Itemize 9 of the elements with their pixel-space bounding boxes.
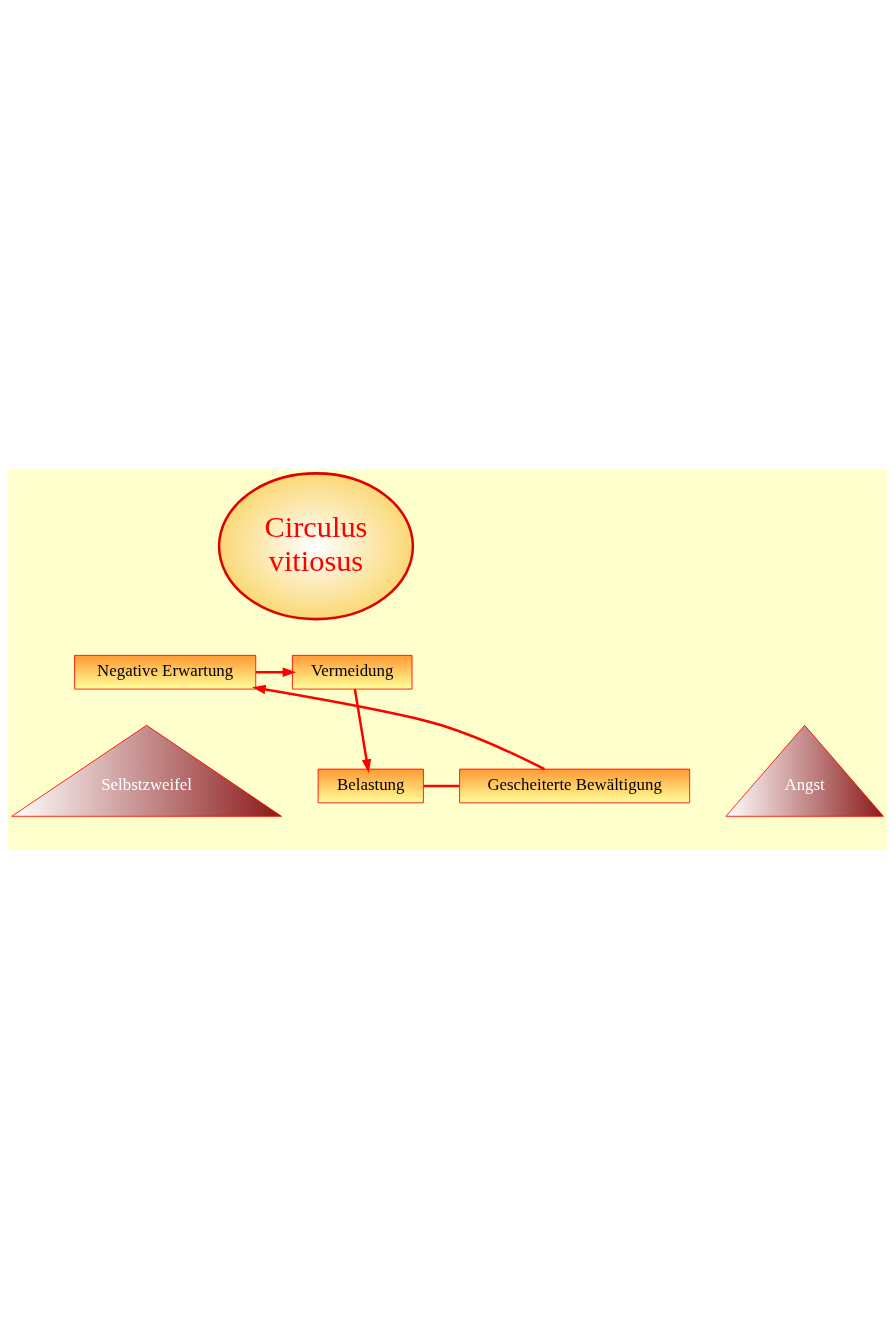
arrow <box>252 684 546 770</box>
node-box: Belastung <box>317 768 424 803</box>
node-ellipse: Circulus vitiosus <box>217 471 415 620</box>
arrow <box>255 667 297 677</box>
arrow <box>353 688 372 773</box>
connector <box>423 784 460 787</box>
node-box: Gescheiterte Bewältigung <box>459 768 691 803</box>
node-box: Vermeidung <box>291 654 413 689</box>
node-box: Negative Erwartung <box>74 654 257 689</box>
